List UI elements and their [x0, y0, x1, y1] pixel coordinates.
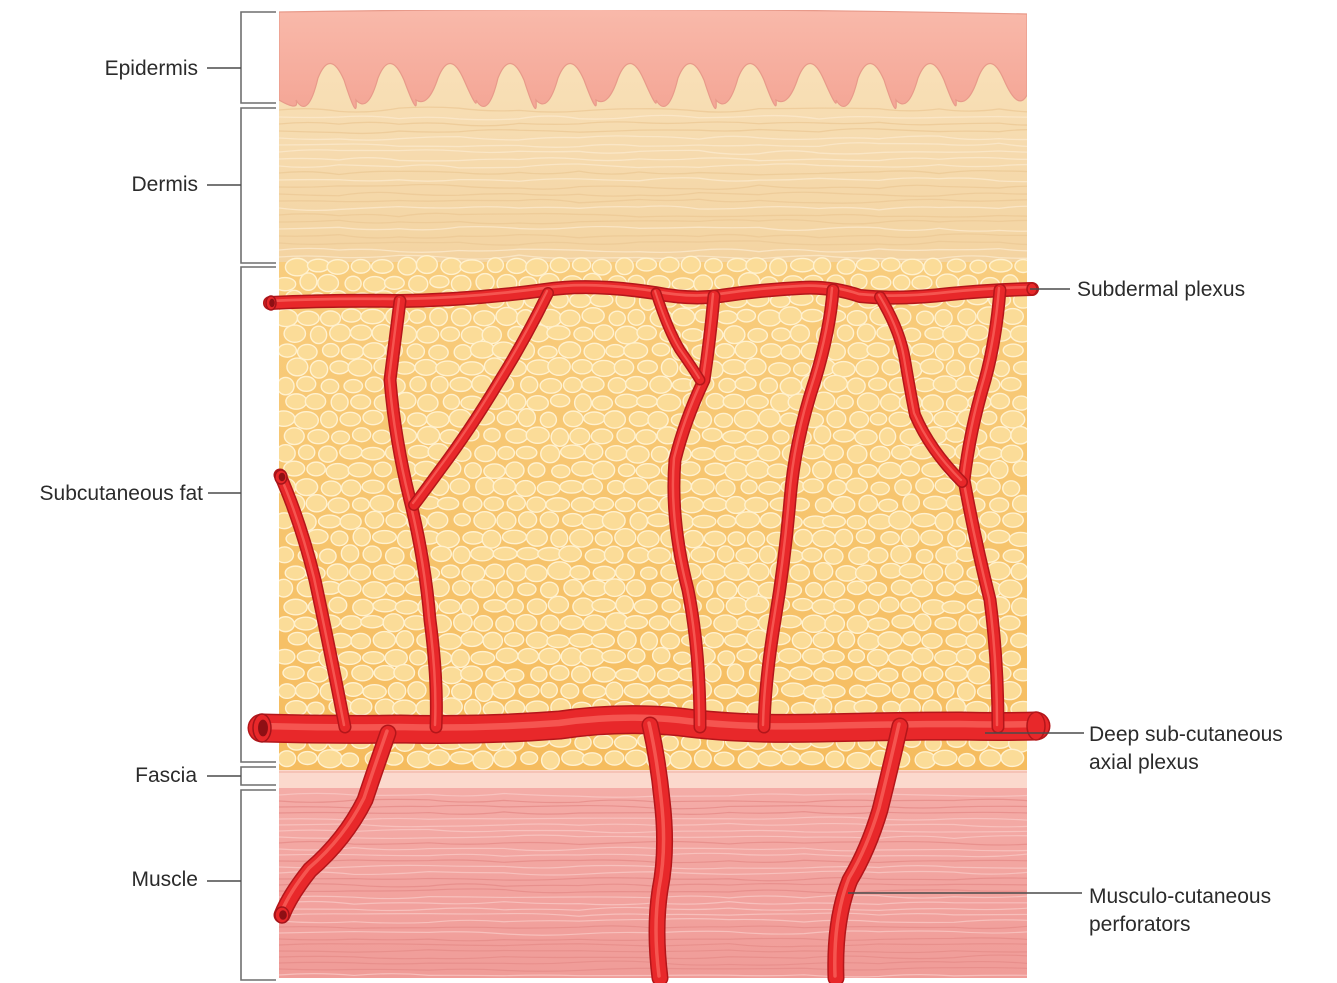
- label-perforators-line1: Musculo-cutaneous: [1089, 885, 1271, 908]
- deep-plexus-right-end: [1027, 712, 1045, 740]
- subdermal-cut-end-icon: [266, 296, 276, 310]
- label-muscle: Muscle: [131, 868, 198, 891]
- label-perforators-line2: perforators: [1089, 913, 1191, 936]
- layer-brackets: [241, 12, 276, 980]
- label-dermis: Dermis: [132, 173, 199, 196]
- muscle-bracket: [241, 790, 276, 980]
- dermis-bracket: [241, 108, 276, 263]
- label-fascia: Fascia: [135, 764, 197, 787]
- label-deep-plexus-line1: Deep sub-cutaneous: [1089, 723, 1283, 746]
- perforator-left-cut-end-icon: [275, 907, 289, 923]
- subcutaneous-fat-bracket: [241, 267, 276, 762]
- left-loop-cut-end-icon: [275, 470, 287, 484]
- layer-labels: Epidermis Dermis Subcutaneous fat Fascia…: [40, 57, 241, 891]
- label-deep-plexus-line2: axial plexus: [1089, 751, 1199, 774]
- epidermis-bracket: [241, 12, 276, 103]
- label-epidermis: Epidermis: [105, 57, 198, 80]
- label-subdermal-plexus: Subdermal plexus: [1077, 278, 1245, 301]
- deep-plexus-cut-end-icon: [253, 714, 271, 742]
- label-subcutaneous-fat: Subcutaneous fat: [40, 482, 204, 505]
- fascia-bracket: [241, 767, 276, 785]
